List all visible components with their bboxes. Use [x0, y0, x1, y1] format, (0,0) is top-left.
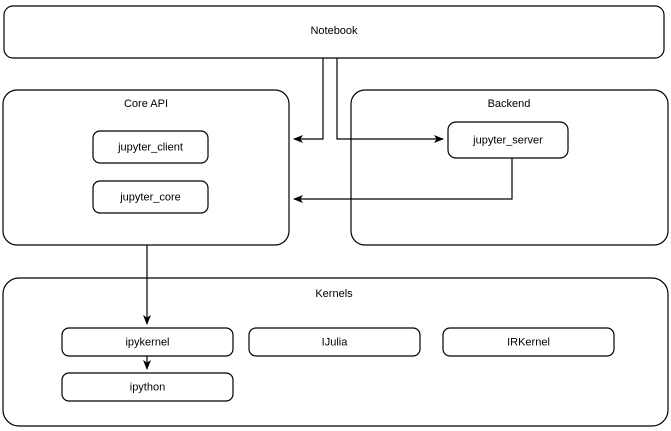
group-notebook[interactable]: Notebook [3, 5, 665, 59]
ijulia-label: IJulia [322, 336, 349, 348]
jupyter-core-box[interactable] [92, 180, 209, 214]
core-api-label: Core API [124, 98, 168, 110]
notebook-label: Notebook [310, 25, 358, 37]
backend-label: Backend [488, 98, 531, 110]
ipykernel-label: ipykernel [125, 336, 169, 348]
backend-box[interactable] [350, 89, 669, 246]
jupyter-server-label: jupyter_server [472, 134, 543, 146]
ipython-label: ipython [130, 381, 165, 393]
ijulia-box[interactable] [248, 327, 421, 357]
edge-notebook-to-jupyter-server [336, 58, 444, 143]
group-backend[interactable]: Backend jupyter_server [350, 89, 669, 246]
ipython-box[interactable] [61, 372, 234, 402]
irkernel-label: IRKernel [507, 336, 550, 348]
notebook-box[interactable] [3, 5, 665, 59]
edge-jupyter-server-to-core-api [293, 158, 513, 203]
core-api-box[interactable] [2, 89, 290, 246]
jupyter-core-label: jupyter_core [119, 191, 181, 203]
jupyter-client-box[interactable] [92, 130, 209, 164]
edge-notebook-to-core-api [293, 58, 324, 143]
group-kernels[interactable]: Kernels ipykernel IJulia IRKernel ipytho… [2, 277, 669, 427]
kernels-label: Kernels [315, 288, 353, 300]
irkernel-box[interactable] [442, 327, 615, 357]
jupyter-server-box[interactable] [447, 121, 569, 159]
jupyter-client-label: jupyter_client [117, 141, 183, 153]
group-core-api[interactable]: Core API jupyter_client jupyter_core [2, 89, 290, 246]
